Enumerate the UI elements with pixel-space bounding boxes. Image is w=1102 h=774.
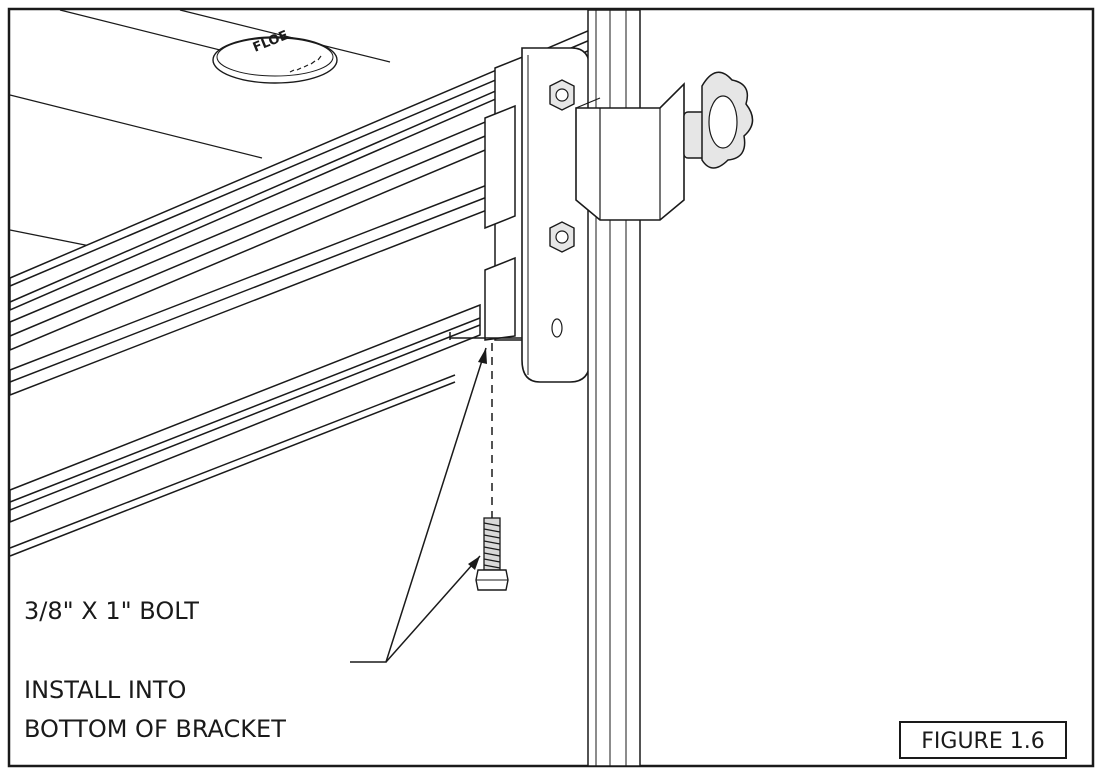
hex-nut-lower: [549, 221, 575, 253]
floor-disc-ticks: [289, 55, 322, 73]
bolt-label: 3/8" X 1" BOLT: [24, 597, 199, 625]
side-rail: [9, 28, 591, 557]
leader-arrowheads: [468, 348, 487, 570]
bolt: [475, 517, 509, 591]
post-clamp: [575, 82, 685, 221]
mounting-plate: [521, 47, 591, 383]
leader-lines: [350, 347, 487, 663]
hex-nut-upper: [549, 79, 575, 111]
plate-hole: [551, 318, 563, 338]
floor-disc: FLOE: [212, 28, 338, 84]
figure-label-box: [899, 721, 1067, 759]
figure-label: FIGURE 1.6: [921, 729, 1044, 754]
clamp-knob: [683, 71, 754, 169]
bolt-threads: [483, 522, 501, 569]
bracket-channel: [449, 54, 530, 341]
install-instruction-line1: INSTALL INTO: [24, 676, 186, 704]
install-instruction-line2: BOTTOM OF BRACKET: [24, 715, 286, 743]
